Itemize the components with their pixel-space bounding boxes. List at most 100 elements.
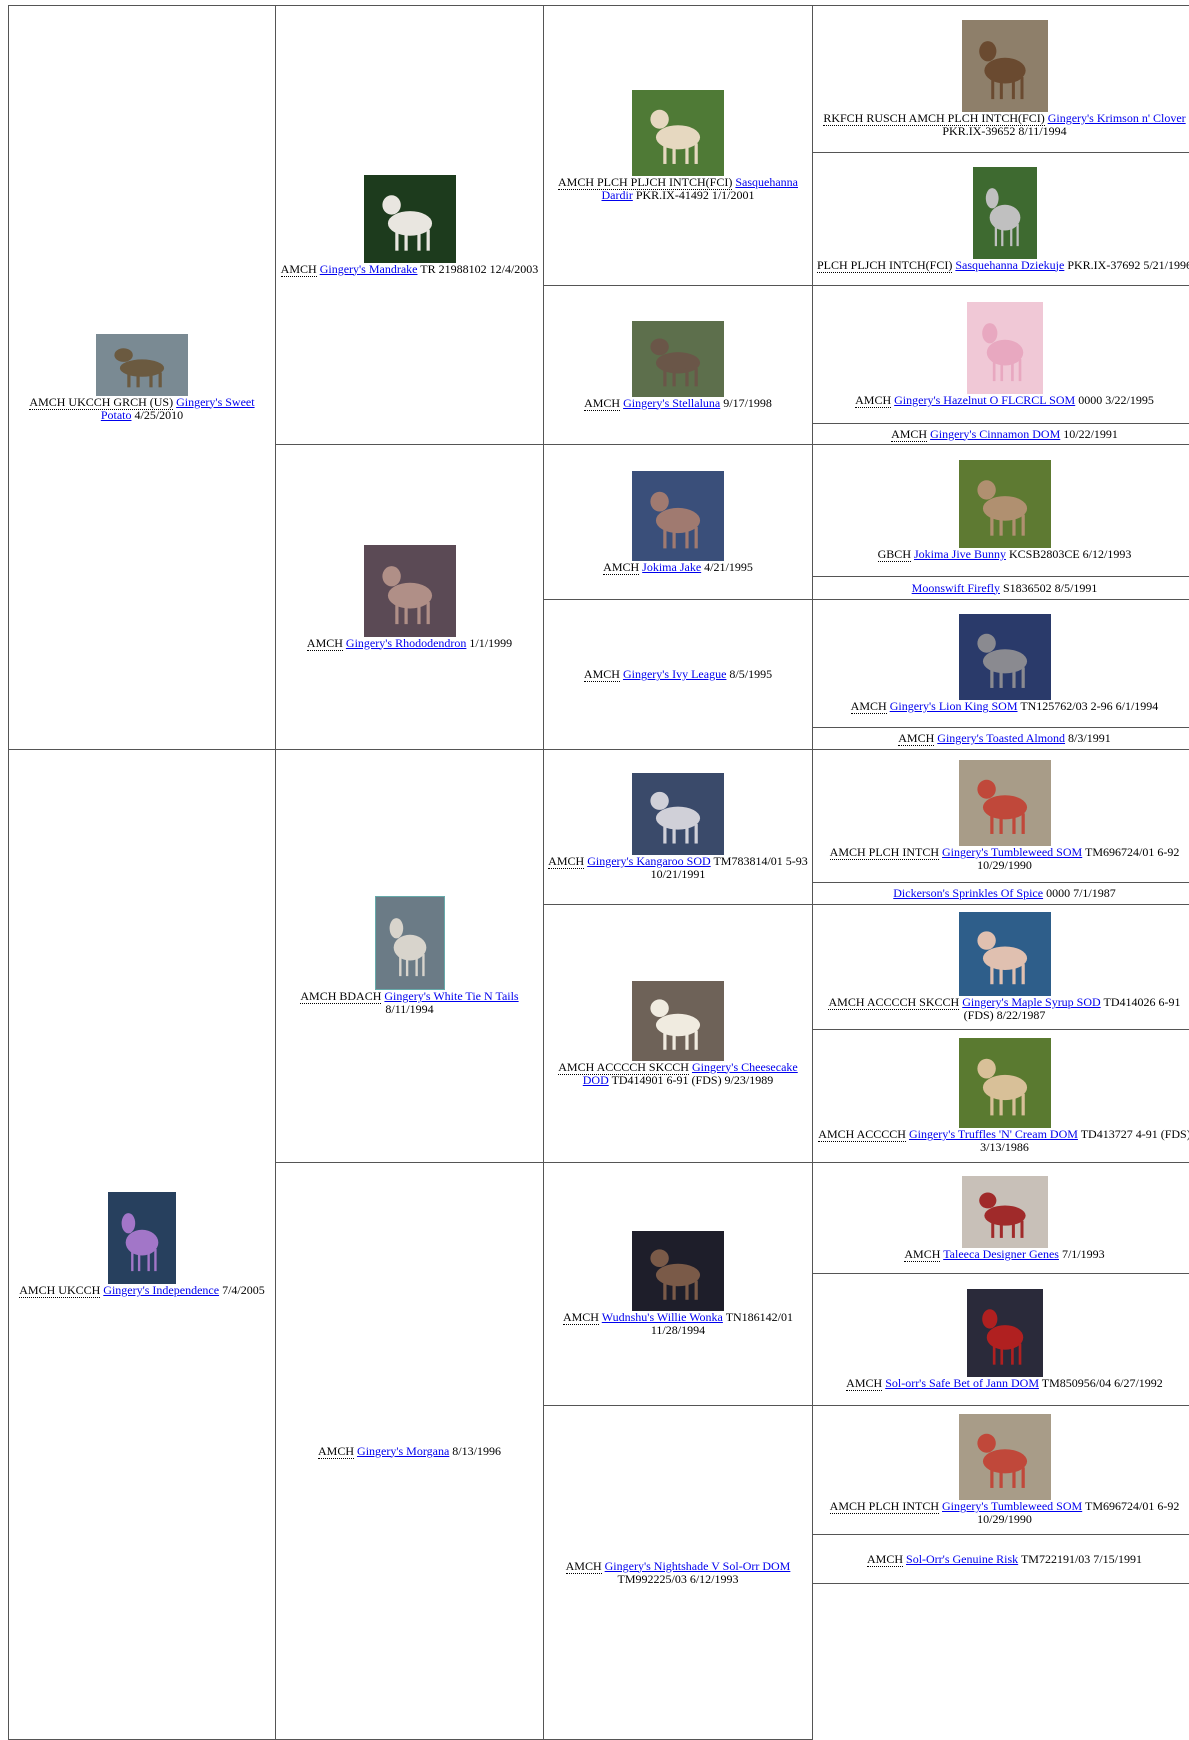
dog-titles: AMCH ACCCCH (818, 1127, 906, 1142)
dog-photo[interactable] (632, 320, 724, 397)
dog-name-link[interactable]: Wudnshu's Willie Wonka (601, 1310, 723, 1324)
dog-silhouette-icon (650, 109, 701, 164)
dog-photo[interactable] (958, 912, 1051, 996)
dog-name-link[interactable]: Jokima Jive Bunny (913, 547, 1006, 561)
dog-photo[interactable] (958, 460, 1051, 548)
dog-titles: AMCH (867, 1551, 904, 1567)
dog-name-link[interactable]: Gingery's Hazelnut O FLCRCL SOM (894, 393, 1076, 407)
dog-silhouette-icon (981, 1309, 1023, 1365)
dog-name-link[interactable]: Gingery's Nightshade V Sol-Orr DOM (604, 1558, 791, 1573)
dog-photo[interactable] (961, 20, 1048, 112)
pedigree-cell: AMCH PLCH INTCH Gingery's Tumbleweed SOM… (812, 749, 1189, 883)
dog-silhouette-icon (976, 1058, 1027, 1116)
dog-name-link[interactable]: Sasquehanna Dardir (601, 174, 799, 202)
pedigree-cell: AMCH ACCCCH Gingery's Truffles 'N' Cream… (812, 1029, 1189, 1163)
dog-silhouette-icon (381, 194, 432, 251)
dog-name-link[interactable]: Gingery's White Tie N Tails (384, 989, 519, 1003)
dog-registration-date: TM850956/04 6/27/1992 (1041, 1376, 1163, 1390)
dog-silhouette-icon (981, 323, 1023, 382)
dog-titles: AMCH (548, 854, 585, 869)
dog-photo[interactable] (961, 1175, 1048, 1248)
dog-titles: AMCH PLCH INTCH (829, 845, 940, 860)
dog-photo[interactable] (958, 1414, 1051, 1500)
dog-registration-date: S1836502 8/5/1991 (1003, 580, 1098, 595)
dog-photo[interactable] (958, 1038, 1051, 1128)
dog-name-link[interactable]: Dickerson's Sprinkles Of Spice (893, 886, 1044, 900)
dog-photo[interactable] (363, 544, 456, 637)
dog-name-link[interactable]: Gingery's Tumbleweed SOM (942, 845, 1083, 859)
dog-photo[interactable] (632, 470, 724, 561)
dog-name-link[interactable]: Gingery's Krimson n' Clover (1047, 111, 1186, 125)
dog-photo[interactable] (972, 166, 1037, 259)
dog-photo[interactable] (966, 302, 1043, 394)
dog-caption: AMCH Gingery's Morgana 8/13/1996 (318, 1443, 501, 1459)
dog-photo[interactable] (632, 773, 724, 855)
pedigree-cell: AMCH Gingery's Kangaroo SOD TM783814/01 … (543, 749, 813, 905)
dog-photo[interactable] (966, 1289, 1043, 1377)
dog-caption: AMCH Gingery's Nightshade V Sol-Orr DOM … (548, 1558, 808, 1586)
dog-caption: Moonswift Firefly S1836502 8/5/1991 (911, 580, 1098, 595)
pedigree-cell: AMCH ACCCCH SKCCH Gingery's Maple Syrup … (812, 904, 1189, 1030)
dog-name-link[interactable]: Gingery's Sweet Potato (100, 394, 255, 422)
pedigree-cell: AMCH Gingery's Ivy League 8/5/1995 (543, 599, 813, 750)
dog-name-link[interactable]: Gingery's Kangaroo SOD (587, 854, 711, 868)
dog-name-link[interactable]: Gingery's Mandrake (319, 261, 418, 276)
dog-registration-date: PKR.IX-41492 1/1/2001 (635, 187, 755, 202)
dog-silhouette-icon (650, 491, 701, 548)
pedigree-cell: AMCH Gingery's Toasted Almond 8/3/1991 (812, 727, 1189, 750)
dog-titles: AMCH ACCCCH SKCCH (558, 1059, 689, 1075)
dog-caption: AMCH Gingery's Hazelnut O FLCRCL SOM 000… (855, 393, 1154, 408)
dog-name-link[interactable]: Gingery's Lion King SOM (889, 699, 1018, 713)
dog-name-link[interactable]: Gingery's Stellaluna (623, 395, 721, 410)
dog-name-link[interactable]: Gingery's Morgana (357, 1443, 450, 1458)
dog-silhouette-icon (976, 480, 1027, 536)
dog-registration-date: TD413727 4-91 (FDS) 3/13/1986 (980, 1127, 1189, 1154)
dog-name-link[interactable]: Sasquehanna Dziekuje (955, 257, 1065, 272)
dog-photo[interactable] (96, 333, 188, 396)
dog-caption: AMCH Gingery's Lion King SOM TN125762/03… (850, 699, 1158, 714)
dog-name-link[interactable]: Sol-Orr's Genuine Risk (906, 1551, 1019, 1566)
pedigree-cell: AMCH Gingery's Nightshade V Sol-Orr DOM … (543, 1405, 813, 1740)
dog-silhouette-icon (650, 998, 701, 1050)
dog-photo[interactable] (108, 1192, 176, 1284)
dog-titles: AMCH ACCCCH SKCCH (828, 995, 960, 1010)
pedigree-cell: AMCH PLCH PLJCH INTCH(FCI) Sasquehanna D… (543, 5, 813, 286)
dog-registration-date: PKR.IX-37692 5/21/1996 (1067, 257, 1189, 272)
dog-caption: AMCH Jokima Jake 4/21/1995 (603, 559, 753, 575)
dog-name-link[interactable]: Gingery's Cheesecake DOD (582, 1059, 798, 1087)
dog-titles: AMCH (306, 635, 343, 651)
dog-name-link[interactable]: Moonswift Firefly (911, 580, 1000, 595)
dog-photo[interactable] (632, 89, 724, 176)
dog-photo[interactable] (363, 174, 456, 263)
pedigree-cell: AMCH UKCCH GRCH (US) Gingery's Sweet Pot… (8, 5, 276, 750)
dog-silhouette-icon (985, 187, 1020, 246)
dog-photo[interactable] (958, 614, 1051, 700)
dog-name-link[interactable]: Gingery's Independence (103, 1283, 220, 1297)
dog-registration-date: 7/1/1993 (1061, 1246, 1105, 1261)
dog-name-link[interactable]: Taleeca Designer Genes (943, 1246, 1059, 1261)
dog-name-link[interactable]: Gingery's Cinnamon DOM (930, 426, 1061, 441)
dog-name-link[interactable]: Gingery's Toasted Almond (937, 731, 1066, 745)
dog-name-link[interactable]: Gingery's Tumbleweed SOM (942, 1499, 1083, 1513)
dog-name-link[interactable]: Gingery's Rhododendron (345, 635, 467, 650)
dog-silhouette-icon (978, 41, 1026, 100)
dog-name-link[interactable]: Gingery's Truffles 'N' Cream DOM (908, 1127, 1078, 1141)
pedigree-cell: AMCH BDACH Gingery's White Tie N Tails 8… (275, 749, 544, 1163)
dog-registration-date: 0000 7/1/1987 (1046, 886, 1116, 900)
dog-registration-date: TD414026 6-91 (FDS) 8/22/1987 (963, 995, 1181, 1022)
dog-caption: AMCH Gingery's Cinnamon DOM 10/22/1991 (891, 426, 1118, 442)
dog-name-link[interactable]: Sol-orr's Safe Bet of Jann DOM (885, 1376, 1039, 1390)
dog-photo[interactable] (958, 760, 1051, 846)
dog-caption: AMCH ACCCCH SKCCH Gingery's Maple Syrup … (817, 995, 1189, 1022)
dog-caption: AMCH Gingery's Toasted Almond 8/3/1991 (898, 731, 1111, 746)
dog-photo[interactable] (632, 1231, 724, 1311)
dog-caption: AMCH Sol-orr's Safe Bet of Jann DOM TM85… (846, 1376, 1163, 1391)
dog-photo[interactable] (632, 980, 724, 1061)
dog-name-link[interactable]: Gingery's Ivy League (622, 667, 727, 681)
dog-name-link[interactable]: Gingery's Maple Syrup SOD (962, 995, 1101, 1009)
dog-silhouette-icon (978, 1192, 1026, 1238)
dog-registration-date: KCSB2803CE 6/12/1993 (1008, 547, 1132, 561)
pedigree-table: AMCH UKCCH GRCH (US) Gingery's Sweet Pot… (8, 5, 1189, 1740)
dog-photo[interactable] (374, 896, 445, 990)
dog-name-link[interactable]: Jokima Jake (642, 559, 702, 574)
